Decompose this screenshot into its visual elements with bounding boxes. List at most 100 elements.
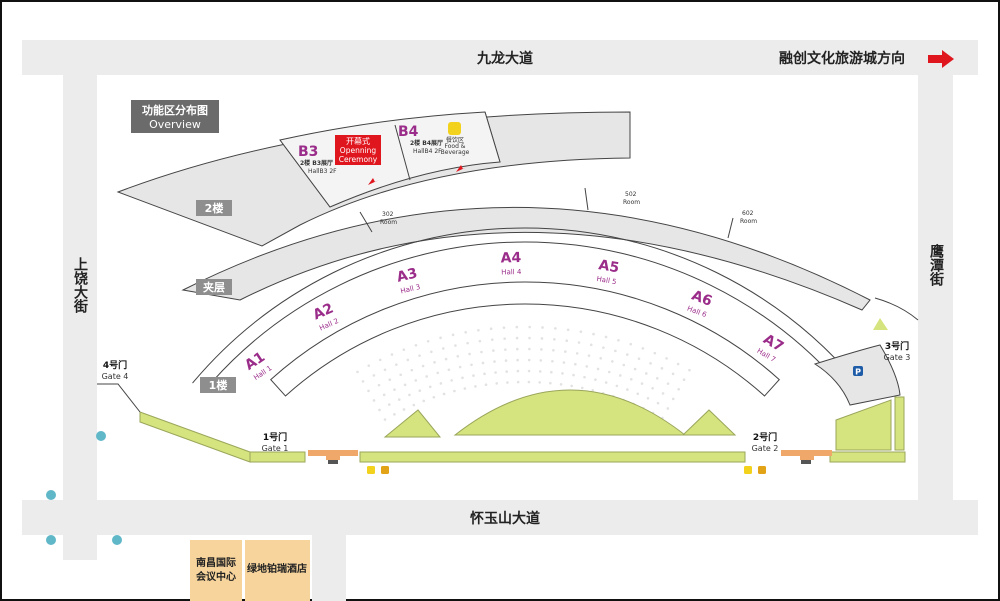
seat-dot bbox=[682, 378, 686, 382]
seat-dot bbox=[382, 393, 386, 397]
lawn-triangle-right bbox=[681, 409, 737, 436]
seat-dot bbox=[629, 378, 633, 381]
seat-dot bbox=[442, 392, 446, 396]
food-en2: Beverage bbox=[441, 149, 470, 156]
seat-dot bbox=[579, 330, 583, 333]
seat-dot bbox=[538, 381, 541, 384]
floor-2-tag bbox=[196, 200, 232, 216]
seat-dot bbox=[515, 336, 519, 340]
seat-dot bbox=[377, 383, 381, 387]
seat-dot bbox=[436, 371, 440, 375]
seat-dot bbox=[528, 347, 531, 351]
gate-4-cn: 4号门 bbox=[103, 359, 127, 371]
seat-dot bbox=[470, 363, 473, 367]
seat-dot bbox=[388, 378, 392, 382]
hall-a6-label: A6 bbox=[689, 288, 714, 310]
seat-dot bbox=[538, 370, 542, 373]
seat-dot bbox=[540, 337, 544, 340]
hotel bbox=[245, 540, 310, 601]
seat-dot bbox=[646, 396, 650, 400]
seat-dot bbox=[356, 370, 359, 374]
floor-2-tag-label: 2楼 bbox=[205, 201, 224, 215]
seat-dot bbox=[402, 408, 406, 411]
floor-1-inner-corridor bbox=[270, 281, 780, 397]
food-beverage-icon bbox=[448, 122, 461, 135]
seat-dot bbox=[575, 352, 579, 355]
seat-dot bbox=[447, 368, 451, 372]
seat-dot bbox=[433, 361, 436, 364]
overview-title-cn: 功能区分布图 bbox=[142, 103, 208, 117]
road-north-label: 九龙大道 bbox=[476, 50, 533, 67]
seat-dot bbox=[604, 381, 608, 384]
subway-icon bbox=[96, 431, 106, 441]
seat-dot bbox=[599, 356, 603, 360]
gate-4-en: Gate 4 bbox=[102, 372, 129, 381]
seat-dot bbox=[641, 347, 645, 350]
seat-dot bbox=[637, 357, 641, 361]
seat-dot bbox=[494, 371, 497, 374]
seat-dot bbox=[454, 344, 457, 347]
seat-dot bbox=[617, 339, 620, 342]
road-west-label: 上饶大街 bbox=[72, 257, 89, 314]
taxi-icon bbox=[367, 466, 375, 474]
parking-symbol: P bbox=[855, 368, 861, 377]
seat-dot bbox=[393, 388, 396, 391]
taxi-icon bbox=[744, 466, 752, 474]
seat-dot bbox=[554, 327, 557, 330]
seat-dot bbox=[656, 401, 660, 405]
conference-center bbox=[190, 540, 242, 601]
seat-dot bbox=[540, 348, 543, 351]
bus-icon bbox=[758, 466, 766, 474]
seat-dot bbox=[458, 365, 462, 369]
seat-dot bbox=[671, 372, 675, 376]
seat-dot bbox=[572, 373, 575, 377]
seat-dot bbox=[516, 358, 519, 362]
seat-dot bbox=[577, 341, 581, 344]
seat-dot bbox=[468, 352, 471, 356]
seat-dot bbox=[399, 373, 402, 377]
seat-dot bbox=[422, 399, 426, 403]
seat-dot bbox=[463, 387, 467, 390]
seat-dot bbox=[421, 364, 425, 368]
seat-dot bbox=[367, 389, 370, 393]
gate-2-structure bbox=[781, 450, 832, 460]
seat-dot bbox=[464, 330, 467, 334]
road-south bbox=[22, 500, 978, 535]
seat-dot bbox=[397, 398, 401, 401]
seat-dot bbox=[574, 362, 577, 366]
hall-b4-en: HallB4 2F bbox=[413, 148, 442, 155]
seat-dot bbox=[636, 392, 640, 396]
seat-dot bbox=[633, 367, 637, 371]
seat-dot bbox=[406, 358, 410, 362]
food-en1: Food & bbox=[445, 143, 466, 150]
road-east bbox=[918, 40, 953, 500]
seat-dot bbox=[592, 332, 595, 336]
seat-dot bbox=[676, 362, 680, 366]
seat-dot bbox=[602, 346, 605, 349]
seat-dot bbox=[414, 379, 418, 382]
roads bbox=[22, 40, 978, 601]
lawn-east bbox=[835, 396, 905, 451]
gate-4-line bbox=[97, 383, 141, 413]
seat-dot bbox=[430, 350, 433, 354]
hall-a5-sub: Hall 5 bbox=[596, 275, 617, 286]
seat-dot bbox=[629, 342, 633, 346]
lawn-center bbox=[453, 389, 687, 436]
hall-b4-cn: 2楼 B4展厅 bbox=[410, 139, 443, 147]
seat-dot bbox=[527, 369, 531, 373]
seat-dot bbox=[587, 354, 591, 357]
plaza-seating bbox=[356, 325, 691, 421]
seat-dot bbox=[466, 341, 469, 345]
seat-dot bbox=[585, 365, 589, 368]
seat-dot bbox=[528, 325, 531, 329]
hall-a3-label: A3 bbox=[395, 265, 419, 285]
seat-dot bbox=[395, 363, 398, 366]
lawn-west bbox=[139, 411, 306, 463]
seat-dot bbox=[505, 370, 509, 373]
seat-dot bbox=[515, 325, 519, 329]
seat-dot bbox=[378, 408, 381, 412]
mezzanine-tag-label: 夹层 bbox=[203, 280, 225, 294]
seat-dot bbox=[410, 368, 414, 372]
seat-dot bbox=[651, 386, 654, 390]
